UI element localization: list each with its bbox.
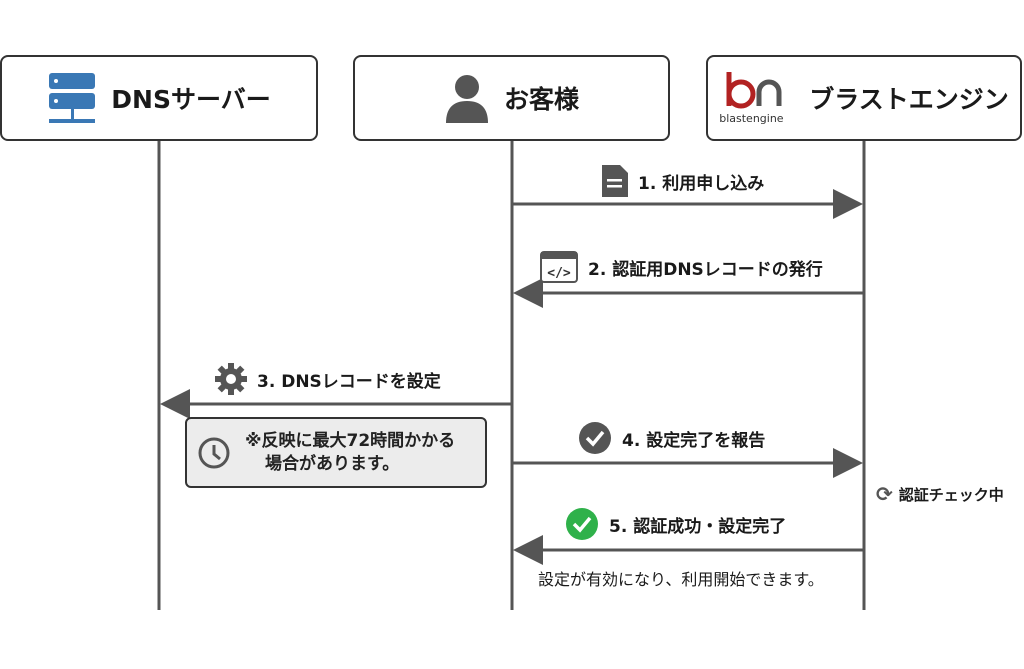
server-icon [49, 73, 96, 123]
actor-name: お客様 [503, 85, 579, 114]
message-label: 2. 認証用DNSレコードの発行 [588, 259, 823, 280]
check-circle-green-icon [566, 508, 598, 540]
message-3: 3. DNSレコードを設定 [215, 363, 441, 395]
code-window-icon: </> [540, 251, 578, 283]
gear-icon [215, 363, 247, 395]
status-checking: ⟳ 認証チェック中 [876, 482, 1004, 506]
message-4: 4. 設定完了を報告 [578, 421, 765, 455]
status-label: 認証チェック中 [898, 485, 1004, 504]
user-icon [445, 75, 488, 123]
actor-name: DNSサーバー [111, 85, 271, 114]
refresh-icon: ⟳ [876, 482, 893, 506]
message-label: 3. DNSレコードを設定 [257, 371, 441, 392]
note-line: ※反映に最大72時間かかる [245, 430, 456, 451]
message-label: 1. 利用申し込み [638, 173, 765, 194]
message-1: 1. 利用申し込み [602, 165, 764, 197]
check-circle-icon [579, 422, 611, 454]
note-line: 場合があります。 [265, 453, 400, 474]
message-label: 4. 設定完了を報告 [622, 430, 766, 451]
message-label: 5. 認証成功・設定完了 [609, 516, 787, 537]
actor-dns-server: DNSサーバー [0, 55, 318, 141]
document-icon [602, 165, 628, 197]
actor-customer: お客様 [353, 55, 670, 141]
svg-text:</>: </> [547, 266, 571, 281]
note-propagation: ※反映に最大72時間かかる場合があります。 [185, 417, 487, 488]
actor-name: ブラストエンジン [809, 85, 1009, 114]
message-2: </> 2. 認証用DNSレコードの発行 [540, 251, 823, 283]
actor-blastengine: blastengine ブラストエンジン [706, 55, 1022, 141]
blastengine-logo: blastengine [719, 68, 795, 128]
clock-icon [198, 437, 230, 468]
message-5-sub: 設定が有効になり、利用開始できます。 [538, 570, 824, 589]
message-5: 5. 認証成功・設定完了 [565, 507, 786, 541]
